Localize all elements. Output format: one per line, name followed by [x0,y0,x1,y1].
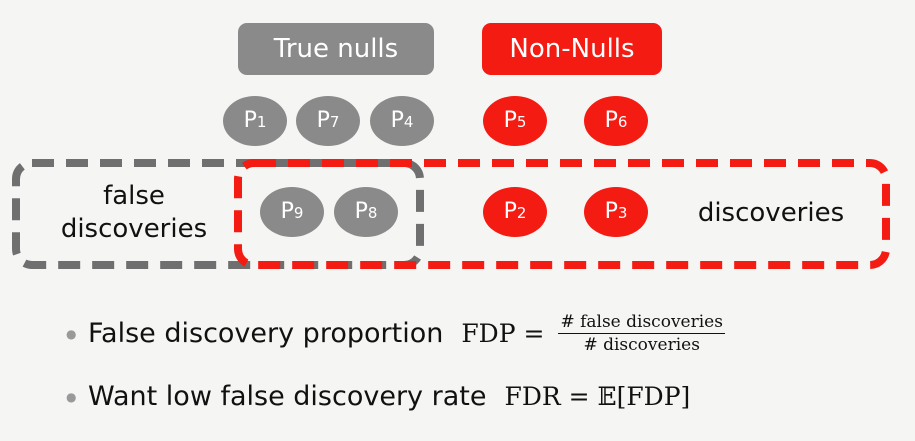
true-nulls-header: True nulls [238,23,434,75]
fdp-bullet: ● False discovery proportion FDP = # fal… [66,312,725,355]
false-discoveries-label: false discoveries [60,181,208,244]
fdp-text: False discovery proportion [88,318,444,349]
bullet-dot-icon: ● [66,326,77,341]
fdp-fraction: # false discoveries # discoveries [558,312,725,355]
false-discoveries-region [12,159,424,269]
fdr-text: Want low false discovery rate [88,381,487,412]
fdr-bullet: ● Want low false discovery rate FDR = 𝔼[… [66,381,690,412]
bullet-dot-icon: ● [66,389,77,404]
discoveries-region [234,159,890,269]
discoveries-label: discoveries [697,198,845,228]
fdr-formula: FDR = 𝔼[FDP] [504,382,691,411]
fdp-formula: FDP = # false discoveries # discoveries [461,312,725,355]
non-nulls-header: Non-Nulls [482,23,662,75]
